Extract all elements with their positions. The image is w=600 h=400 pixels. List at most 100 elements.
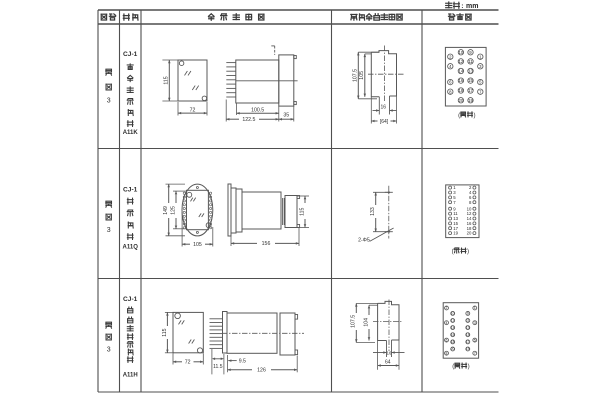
svg-text:100.5: 100.5	[251, 108, 264, 114]
svg-text:2: 2	[469, 185, 472, 190]
svg-text:2: 2	[446, 306, 448, 310]
svg-text:): )	[468, 363, 470, 370]
svg-text:126: 126	[257, 368, 266, 374]
svg-text:8: 8	[446, 351, 448, 355]
svg-text:8: 8	[449, 89, 452, 94]
svg-text:9: 9	[467, 312, 469, 316]
svg-text:4: 4	[469, 190, 472, 195]
svg-text:105: 105	[359, 71, 365, 80]
svg-text:4: 4	[449, 64, 452, 69]
svg-text:2-Φ5: 2-Φ5	[358, 238, 370, 244]
svg-text:72: 72	[185, 360, 191, 366]
svg-text:14: 14	[451, 326, 455, 330]
svg-text:11.5: 11.5	[213, 364, 223, 370]
svg-text:12: 12	[451, 319, 455, 323]
svg-text:9: 9	[469, 50, 472, 55]
svg-text:(: (	[452, 363, 455, 370]
svg-text:133: 133	[370, 207, 376, 216]
svg-text:105: 105	[193, 242, 202, 248]
svg-text:5: 5	[474, 338, 476, 342]
svg-text:125: 125	[170, 206, 176, 215]
svg-text:2: 2	[449, 54, 452, 59]
svg-text:122.5: 122.5	[242, 117, 255, 123]
svg-text:6: 6	[446, 338, 448, 342]
svg-text:11: 11	[466, 319, 470, 323]
svg-text:16: 16	[467, 221, 472, 226]
svg-text:7: 7	[453, 200, 456, 205]
svg-text:CJ-1: CJ-1	[123, 186, 138, 193]
svg-text:107.5: 107.5	[351, 315, 357, 328]
svg-text:19: 19	[468, 98, 473, 103]
svg-text:A11H: A11H	[123, 373, 138, 379]
svg-text:10: 10	[467, 206, 472, 211]
svg-text:12: 12	[459, 59, 464, 64]
svg-text:10: 10	[459, 50, 464, 55]
svg-text:16: 16	[387, 350, 392, 355]
svg-text:18: 18	[451, 340, 455, 344]
svg-text:14: 14	[459, 69, 464, 74]
svg-text:9: 9	[453, 206, 456, 211]
svg-text:64: 64	[385, 359, 391, 365]
svg-text:CJ-1: CJ-1	[123, 296, 138, 303]
svg-text:A11Q: A11Q	[123, 245, 139, 251]
svg-text:14: 14	[467, 216, 472, 221]
svg-text:3: 3	[107, 97, 111, 104]
svg-text:20: 20	[459, 98, 464, 103]
svg-text:4: 4	[446, 321, 448, 325]
svg-text:1: 1	[453, 185, 456, 190]
svg-text:107.5: 107.5	[353, 69, 359, 82]
svg-text:3: 3	[479, 64, 482, 69]
svg-text:CJ-1: CJ-1	[123, 51, 138, 58]
svg-text:A11K: A11K	[123, 130, 139, 136]
svg-text:6: 6	[449, 80, 452, 85]
svg-text:1: 1	[479, 54, 482, 59]
svg-text:5: 5	[479, 80, 482, 85]
svg-text:9.5: 9.5	[239, 358, 246, 364]
svg-text:[64]: [64]	[380, 119, 389, 125]
svg-text:13: 13	[453, 216, 458, 221]
svg-text:16: 16	[459, 78, 464, 83]
svg-text:18: 18	[467, 226, 472, 231]
svg-text:15: 15	[468, 78, 473, 83]
svg-text:15: 15	[466, 333, 470, 337]
svg-text:11: 11	[468, 59, 473, 64]
svg-text:156: 156	[262, 241, 271, 247]
svg-text:): )	[467, 248, 469, 255]
svg-text:35: 35	[283, 113, 289, 119]
svg-text:1: 1	[474, 306, 476, 310]
svg-text:17: 17	[468, 88, 473, 93]
svg-text:mm: mm	[466, 3, 478, 10]
svg-text:7: 7	[479, 89, 482, 94]
svg-text:16: 16	[381, 104, 387, 110]
svg-text:3: 3	[474, 321, 476, 325]
svg-text:19: 19	[466, 347, 470, 351]
svg-text::: :	[461, 3, 463, 10]
svg-text:13: 13	[468, 69, 473, 74]
svg-text:20: 20	[467, 231, 472, 236]
svg-text:3: 3	[107, 227, 111, 234]
svg-text:115: 115	[164, 76, 170, 84]
svg-text:3: 3	[453, 190, 456, 195]
svg-text:15: 15	[453, 221, 458, 226]
svg-text:115: 115	[299, 207, 305, 215]
svg-text:72: 72	[190, 108, 196, 114]
svg-text:3: 3	[107, 346, 111, 353]
svg-text:12: 12	[467, 211, 472, 216]
svg-text:149: 149	[163, 206, 169, 215]
svg-text:17: 17	[453, 226, 458, 231]
svg-text:16: 16	[451, 333, 455, 337]
svg-text:(: (	[458, 112, 461, 119]
svg-text:5: 5	[453, 195, 456, 200]
svg-text:17: 17	[466, 340, 470, 344]
svg-text:115: 115	[162, 328, 168, 336]
svg-text:8: 8	[469, 200, 472, 205]
svg-text:6: 6	[469, 195, 472, 200]
svg-text:): )	[473, 112, 475, 119]
svg-text:10: 10	[451, 312, 455, 316]
svg-text:104: 104	[363, 318, 369, 327]
svg-text:19: 19	[453, 231, 458, 236]
svg-text:11: 11	[453, 211, 458, 216]
svg-text:20: 20	[451, 347, 455, 351]
svg-text:18: 18	[459, 88, 464, 93]
svg-text:13: 13	[466, 326, 470, 330]
